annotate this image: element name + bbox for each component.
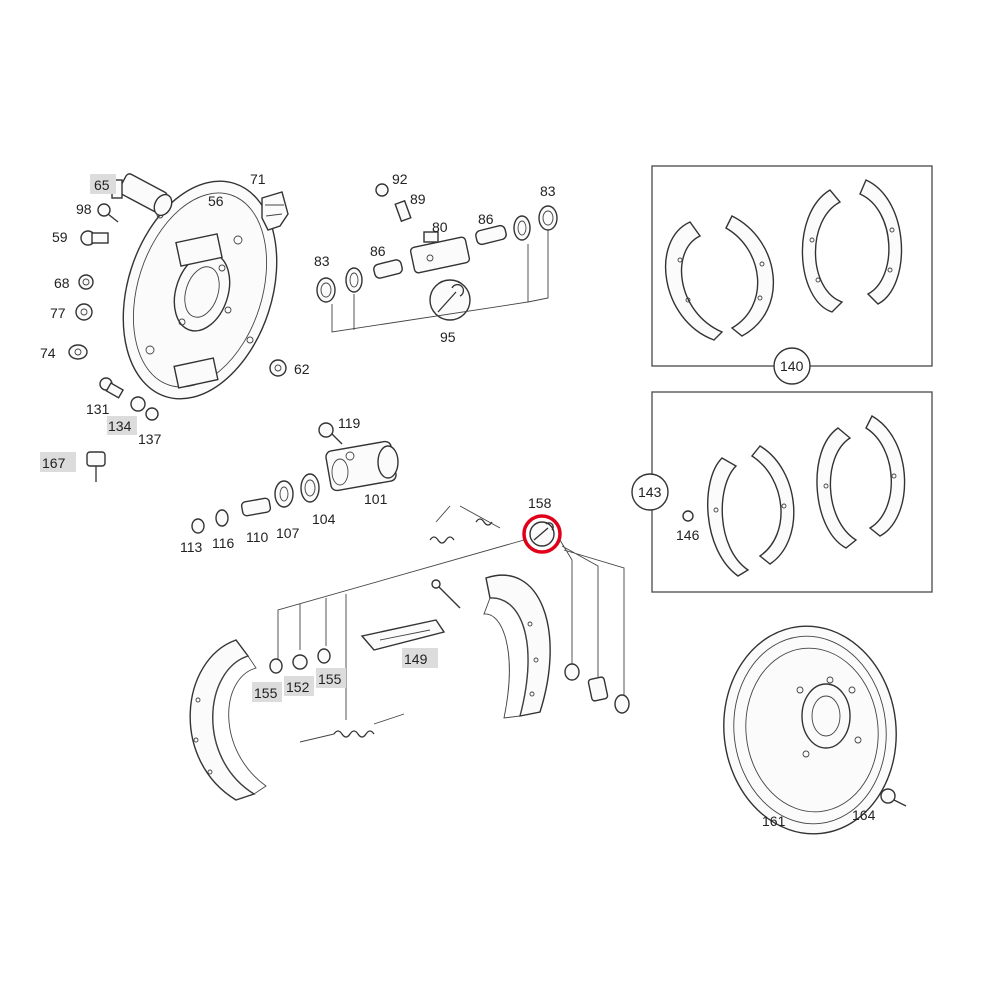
label-95: 95 [440, 329, 456, 345]
shoe-set-140-shoes [664, 179, 903, 341]
part-59-bolt [80, 230, 109, 246]
label-116: 116 [212, 535, 235, 551]
brake-drum-161 [723, 625, 897, 835]
part-155-pin-left [269, 658, 283, 674]
part-62-nut [269, 359, 287, 377]
label-143-circle [631, 473, 669, 511]
part-149-lever [360, 619, 446, 651]
kit-158-lines [277, 539, 625, 720]
highlight-155b [316, 668, 346, 688]
part-164-bolt [880, 788, 907, 807]
part-98-bolt [97, 203, 119, 223]
backing-plate-56 [122, 180, 278, 400]
brake-shoe-middle [483, 574, 551, 719]
part-86-piston-left [373, 259, 403, 279]
part-92-cap [375, 183, 389, 197]
kit-95-bracket-line [331, 230, 549, 333]
lower-return-spring [299, 713, 405, 743]
label-86-left: 86 [370, 243, 386, 259]
wheel-cylinder-80 [409, 231, 471, 274]
label-131: 131 [86, 401, 110, 417]
label-137: 137 [138, 431, 162, 447]
part-155-pin-right [317, 648, 331, 664]
shoe-set-143-shoes [707, 415, 906, 577]
label-59: 59 [52, 229, 68, 245]
label-86-right: 86 [478, 211, 494, 227]
part-86-piston-right [475, 224, 507, 246]
highlight-152 [284, 676, 314, 696]
highlight-ring-158 [522, 514, 562, 554]
label-146: 146 [676, 527, 700, 543]
part-104-seal [300, 473, 320, 503]
label-167: 167 [42, 455, 66, 471]
label-56: 56 [208, 193, 224, 209]
label-80: 80 [432, 219, 448, 235]
highlight-149 [402, 648, 438, 668]
label-161: 161 [762, 813, 786, 829]
label-110: 110 [246, 529, 269, 545]
label-83-left: 83 [314, 253, 330, 269]
part-83-seal-right [513, 205, 558, 241]
label-164: 164 [852, 807, 876, 823]
repair-kit-95-icon [429, 279, 471, 321]
label-113: 113 [180, 539, 203, 555]
label-149: 149 [404, 651, 428, 667]
label-83-right: 83 [540, 183, 556, 199]
label-89: 89 [410, 191, 426, 207]
label-98: 98 [76, 201, 92, 217]
label-71: 71 [250, 171, 266, 187]
label-140-circle [773, 347, 811, 385]
label-119: 119 [338, 415, 361, 431]
wheel-cylinder-101 [325, 440, 399, 492]
part-74-nut [68, 344, 88, 360]
part-167-screw [86, 451, 106, 482]
label-104: 104 [312, 511, 336, 527]
label-107: 107 [276, 525, 300, 541]
part-119-bleeder [318, 422, 343, 445]
brake-shoe-left [189, 639, 267, 801]
part-146-pin [682, 510, 694, 522]
part-77-washer [75, 303, 93, 321]
label-92: 92 [392, 171, 408, 187]
part-131-bolt [99, 377, 125, 399]
part-71-bracket [261, 191, 289, 231]
label-74: 74 [40, 345, 56, 361]
label-143: 143 [638, 484, 662, 500]
part-107-cup [274, 480, 294, 508]
label-155-right: 155 [318, 671, 342, 687]
highlight-155a [252, 682, 282, 702]
highlight-65 [90, 174, 116, 194]
label-65: 65 [94, 177, 110, 193]
label-155-left: 155 [254, 685, 278, 701]
part-65-bushing [111, 173, 173, 217]
adjuster-parts [564, 663, 630, 714]
part-113-cap [191, 518, 205, 534]
part-134-washer [130, 396, 146, 412]
pin-vertical [431, 579, 461, 609]
part-110-piston [240, 497, 272, 517]
label-62: 62 [294, 361, 310, 377]
part-137-nut [145, 407, 159, 421]
label-68: 68 [54, 275, 70, 291]
label-101: 101 [364, 491, 388, 507]
part-158-kit-icon [529, 521, 555, 547]
label-140: 140 [780, 358, 804, 374]
label-134: 134 [108, 418, 132, 434]
return-spring-upper [429, 505, 501, 544]
highlight-134 [107, 416, 137, 435]
part-152-spring [292, 654, 308, 670]
label-77: 77 [50, 305, 66, 321]
label-158: 158 [528, 495, 552, 511]
part-89-bleeder [394, 199, 412, 223]
part-116-spring [215, 509, 229, 527]
part-68-nut [78, 274, 94, 290]
label-152: 152 [286, 679, 310, 695]
highlight-167 [40, 452, 76, 472]
part-83-seal-left [316, 267, 363, 303]
